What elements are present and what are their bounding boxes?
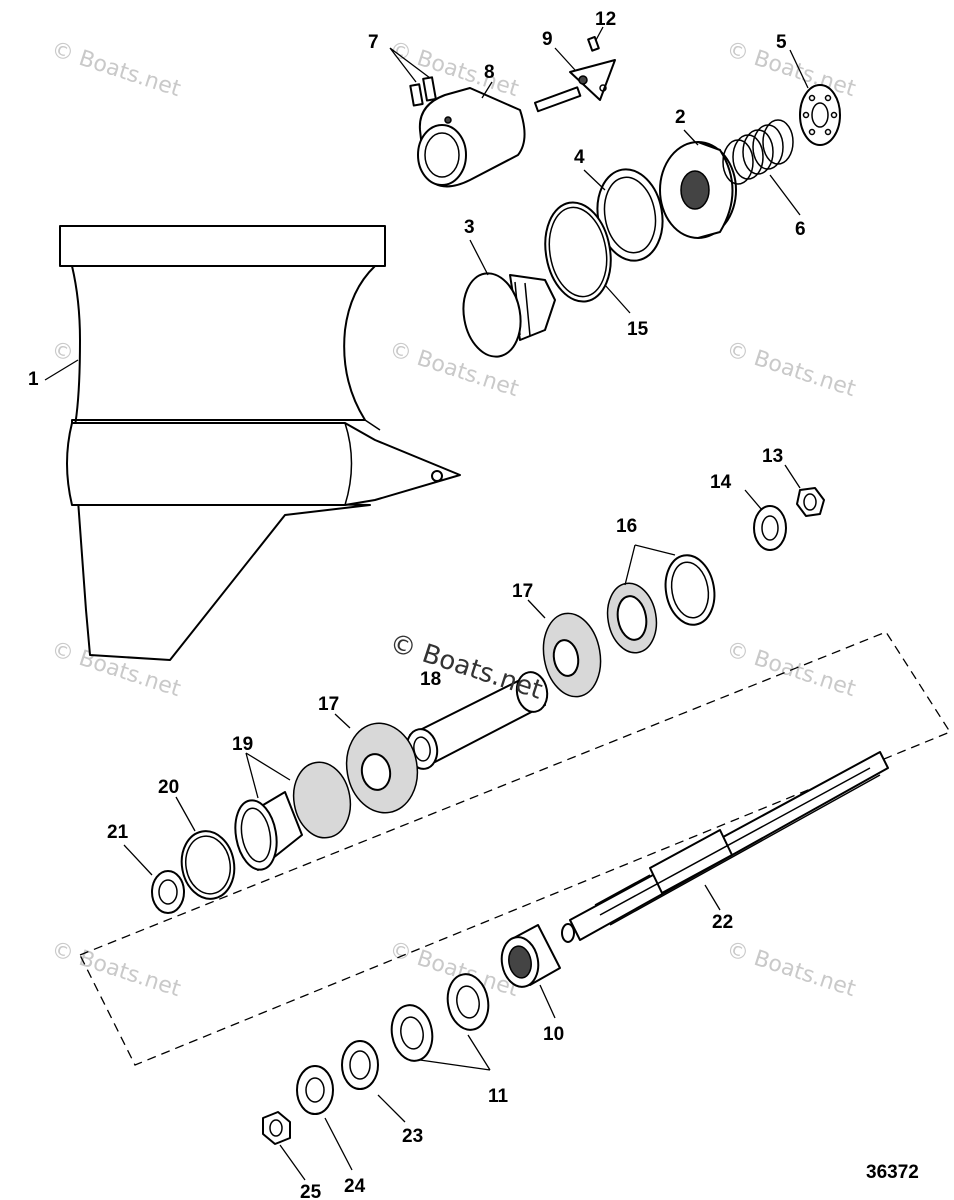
shaft-group-outline <box>79 631 951 1066</box>
watermark: © Boats.net <box>48 937 184 1002</box>
washer-part-5[interactable] <box>799 84 841 146</box>
watermark: © Boats.net <box>48 37 184 102</box>
nut-part-25[interactable] <box>262 1111 291 1145</box>
needle-bearing-part-10[interactable] <box>498 924 561 990</box>
drive-shaft-part-22[interactable] <box>561 751 889 943</box>
callout-5: 5 <box>776 32 787 53</box>
callout-16: 16 <box>616 516 637 537</box>
callout-17-lower: 17 <box>318 694 339 715</box>
o-ring-part-20[interactable] <box>176 827 239 903</box>
callout-21: 21 <box>107 822 129 843</box>
callout-4: 4 <box>574 147 585 168</box>
callout-20: 20 <box>158 777 179 798</box>
fitting-part-8[interactable] <box>417 87 526 188</box>
callout-13: 13 <box>762 446 783 467</box>
sleeve-part-18[interactable] <box>404 670 550 772</box>
seal-part-21[interactable] <box>151 870 185 914</box>
tab-washer-part-23[interactable] <box>341 1040 379 1090</box>
seals-part-11[interactable] <box>387 971 492 1064</box>
o-ring-part-15[interactable] <box>538 197 618 307</box>
callout-15: 15 <box>627 319 649 340</box>
bearing-part-16[interactable] <box>602 551 719 656</box>
leader-lines <box>44 26 809 1181</box>
watermark: © Boats.net <box>723 937 859 1002</box>
callout-3: 3 <box>464 217 475 238</box>
gear-part-17-upper[interactable] <box>537 609 607 701</box>
callout-1: 1 <box>28 369 39 390</box>
callout-25: 25 <box>300 1182 322 1200</box>
callout-18: 18 <box>420 669 441 690</box>
retainer-nut-part-2[interactable] <box>659 141 737 239</box>
callout-labels: 1 2 3 4 5 6 7 8 9 10 11 12 13 14 15 16 1… <box>28 9 806 1200</box>
callout-23: 23 <box>402 1126 423 1147</box>
callout-12: 12 <box>595 9 616 30</box>
callout-9: 9 <box>542 29 553 50</box>
watermark: © Boats.net <box>723 37 859 102</box>
diagram-number: 36372 <box>866 1162 919 1183</box>
spring-part-6[interactable] <box>722 119 794 185</box>
nut-part-13[interactable] <box>796 487 825 517</box>
callout-19: 19 <box>232 734 253 755</box>
callout-8: 8 <box>484 62 495 83</box>
watermark: © Boats.net <box>386 628 546 706</box>
washer-part-24[interactable] <box>296 1065 334 1115</box>
callout-24: 24 <box>344 1176 366 1197</box>
screw-part-12[interactable] <box>587 35 600 52</box>
callout-7: 7 <box>368 32 379 53</box>
callout-11: 11 <box>488 1086 509 1107</box>
callout-17-upper: 17 <box>512 581 533 602</box>
gear-housing-part-1[interactable] <box>59 225 461 661</box>
callout-22: 22 <box>712 912 733 933</box>
cap-part-3[interactable] <box>457 269 556 361</box>
bearing-part-19[interactable] <box>230 758 356 873</box>
callout-6: 6 <box>795 219 806 240</box>
pins-part-7[interactable] <box>409 76 437 107</box>
watermark: © Boats.net <box>723 337 859 402</box>
callout-2: 2 <box>675 107 686 128</box>
callout-10: 10 <box>543 1024 564 1045</box>
callout-14: 14 <box>710 472 732 493</box>
gear-part-17-lower[interactable] <box>340 718 425 819</box>
anode-part-9[interactable] <box>533 59 616 113</box>
washer-part-14[interactable] <box>753 505 787 551</box>
